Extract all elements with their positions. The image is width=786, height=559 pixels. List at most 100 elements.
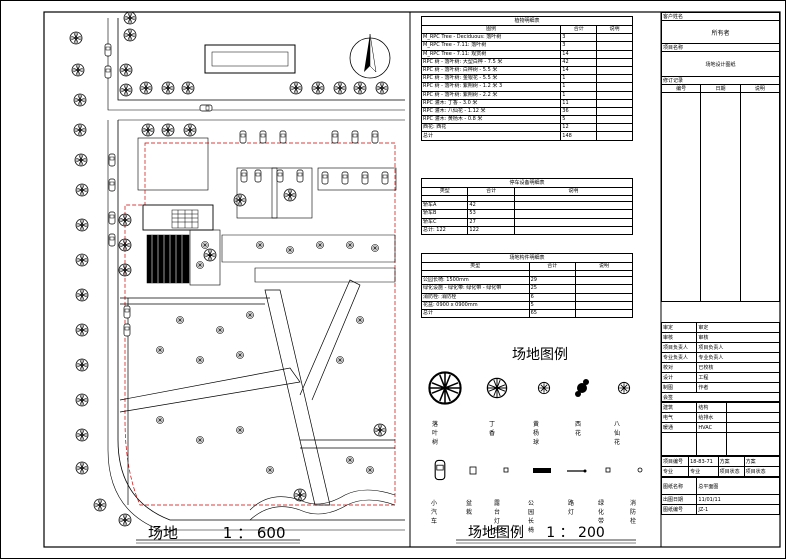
role-cell: 工程: [696, 372, 780, 383]
role-cell: 作者: [696, 382, 780, 393]
plant-schedule-title: 植物明细表: [421, 16, 633, 25]
role-cell: 审核: [696, 332, 780, 343]
north-arrow-icon: [349, 33, 391, 79]
project-label: 项目名称: [661, 43, 780, 52]
client-value: 所有者: [661, 20, 780, 44]
table-cell: [596, 98, 633, 108]
table-cell: [513, 225, 634, 235]
role-cell: 专业负责人: [696, 352, 780, 363]
stamp-cell: [725, 422, 781, 433]
site-schedule-title: 场地构件明细表: [421, 253, 633, 262]
table-header-row: 图例 合计 说明: [420, 24, 633, 35]
table-cell: RPC 灌木: 丁香 - 3.0 米: [420, 98, 562, 108]
table-cell: 14: [560, 65, 598, 76]
table-cell: [596, 106, 633, 117]
revision-header: 编号: [660, 84, 702, 93]
stamp-cell: [725, 402, 781, 413]
table-row: 专业专业项目状态项目状态: [660, 466, 781, 477]
table-cell: 12: [560, 123, 598, 133]
date-label: 出图日期: [660, 494, 698, 505]
legend-label: 丁香: [489, 421, 496, 437]
revision-header: 说明: [739, 84, 781, 93]
stamp-cell: 电气: [660, 412, 698, 423]
stamp-cell: 结构: [696, 402, 727, 413]
legend-label: 露台灯座: [494, 500, 501, 534]
table-cell: [596, 123, 633, 133]
table-cell: 53: [467, 209, 515, 219]
role-cell: 项目负责人: [660, 342, 698, 353]
table-cell: [513, 209, 634, 219]
table-cell: RPC 灌木: 八仙花 - 1.12 米: [420, 106, 562, 117]
table-cell: 36: [560, 106, 598, 117]
table-row: 审核审核: [660, 332, 780, 343]
table-cell: 轿车A: [420, 201, 469, 211]
table-cell: [596, 57, 633, 67]
title-block: 客户姓名 所有者 项目名称 场地设计图纸 修订记录 编号 日期 说明: [660, 12, 781, 302]
column-header: 合计: [467, 186, 515, 197]
table-cell: 122: [467, 225, 515, 235]
table-cell: [596, 33, 633, 43]
meta-cell: 项目状态: [717, 466, 745, 477]
meta-cell: 专业: [660, 466, 690, 477]
site-plan-scale: 1 ： 600: [222, 524, 286, 542]
date-value: 11/01/11: [696, 494, 780, 505]
role-cell: 制图: [660, 382, 698, 393]
table-cell: 3: [560, 33, 598, 43]
table-cell: 1: [560, 90, 598, 100]
sheet-number-value: JZ-1: [696, 504, 780, 515]
table-header-row: 类型 合计 说明: [420, 186, 634, 197]
table-cell: [596, 65, 633, 76]
revision-header: 日期: [700, 84, 741, 93]
legend-label: 落叶树: [432, 421, 439, 446]
role-cell: 已校核: [696, 362, 780, 373]
table-row: 电气给排水: [660, 412, 781, 423]
legend-scale-title: 场地图例 1 ： 200: [468, 525, 605, 541]
column-header: 说明: [513, 186, 634, 197]
table-cell: 1: [560, 74, 598, 84]
column-header: 说明: [575, 261, 633, 272]
table-cell: [575, 276, 633, 286]
table-cell: M_RPC Tree - 7.11: 观赏树: [420, 49, 562, 59]
table-cell: 花盆: 0900 x 0900mm: [421, 300, 530, 310]
table-cell: 绿化设施 - 绿化带: 绿化带 - 绿化带: [421, 284, 530, 294]
legend-title: 场地图例: [512, 347, 568, 363]
table-cell: RPC 树 - 落叶树: 大型白桦 - 7.5 米: [420, 57, 562, 67]
table-cell: 消防栓: 消防栓: [421, 292, 530, 302]
table-cell: [575, 292, 633, 302]
column-header: 合计: [528, 261, 577, 272]
table-row: 校对已校核: [660, 362, 780, 373]
site-plan: [69, 11, 405, 531]
legend-label: 消防栓: [630, 500, 637, 525]
table-cell: 总计: 122: [420, 225, 469, 235]
title-block-roles: 审定审定审核审核项目负责人项目负责人专业负责人专业负责人校对已校核设计工程制图作…: [660, 322, 781, 515]
meta-cell: 项目状态: [743, 466, 781, 477]
stamp-cell: HVAC: [696, 422, 727, 433]
stamp-cell: [725, 412, 781, 423]
role-cell: 审定: [696, 322, 780, 333]
table-cell: [575, 308, 633, 319]
table-cell: RPC 树 - 落叶树: 紫荆树 - 1.2 米 3: [420, 82, 562, 92]
table-cell: RPC 树 - 落叶树: 白桦树 - 5.5 米: [420, 65, 562, 76]
role-cell: 设计: [660, 372, 698, 383]
table-cell: M_RPC Tree - 7.11: 落叶树: [420, 41, 562, 51]
legend-label: 盆栽: [466, 500, 473, 516]
project-value: 场地设计图纸: [661, 51, 780, 77]
table-row: 审定审定: [660, 322, 780, 333]
table-row: 项目负责人项目负责人: [660, 342, 780, 353]
